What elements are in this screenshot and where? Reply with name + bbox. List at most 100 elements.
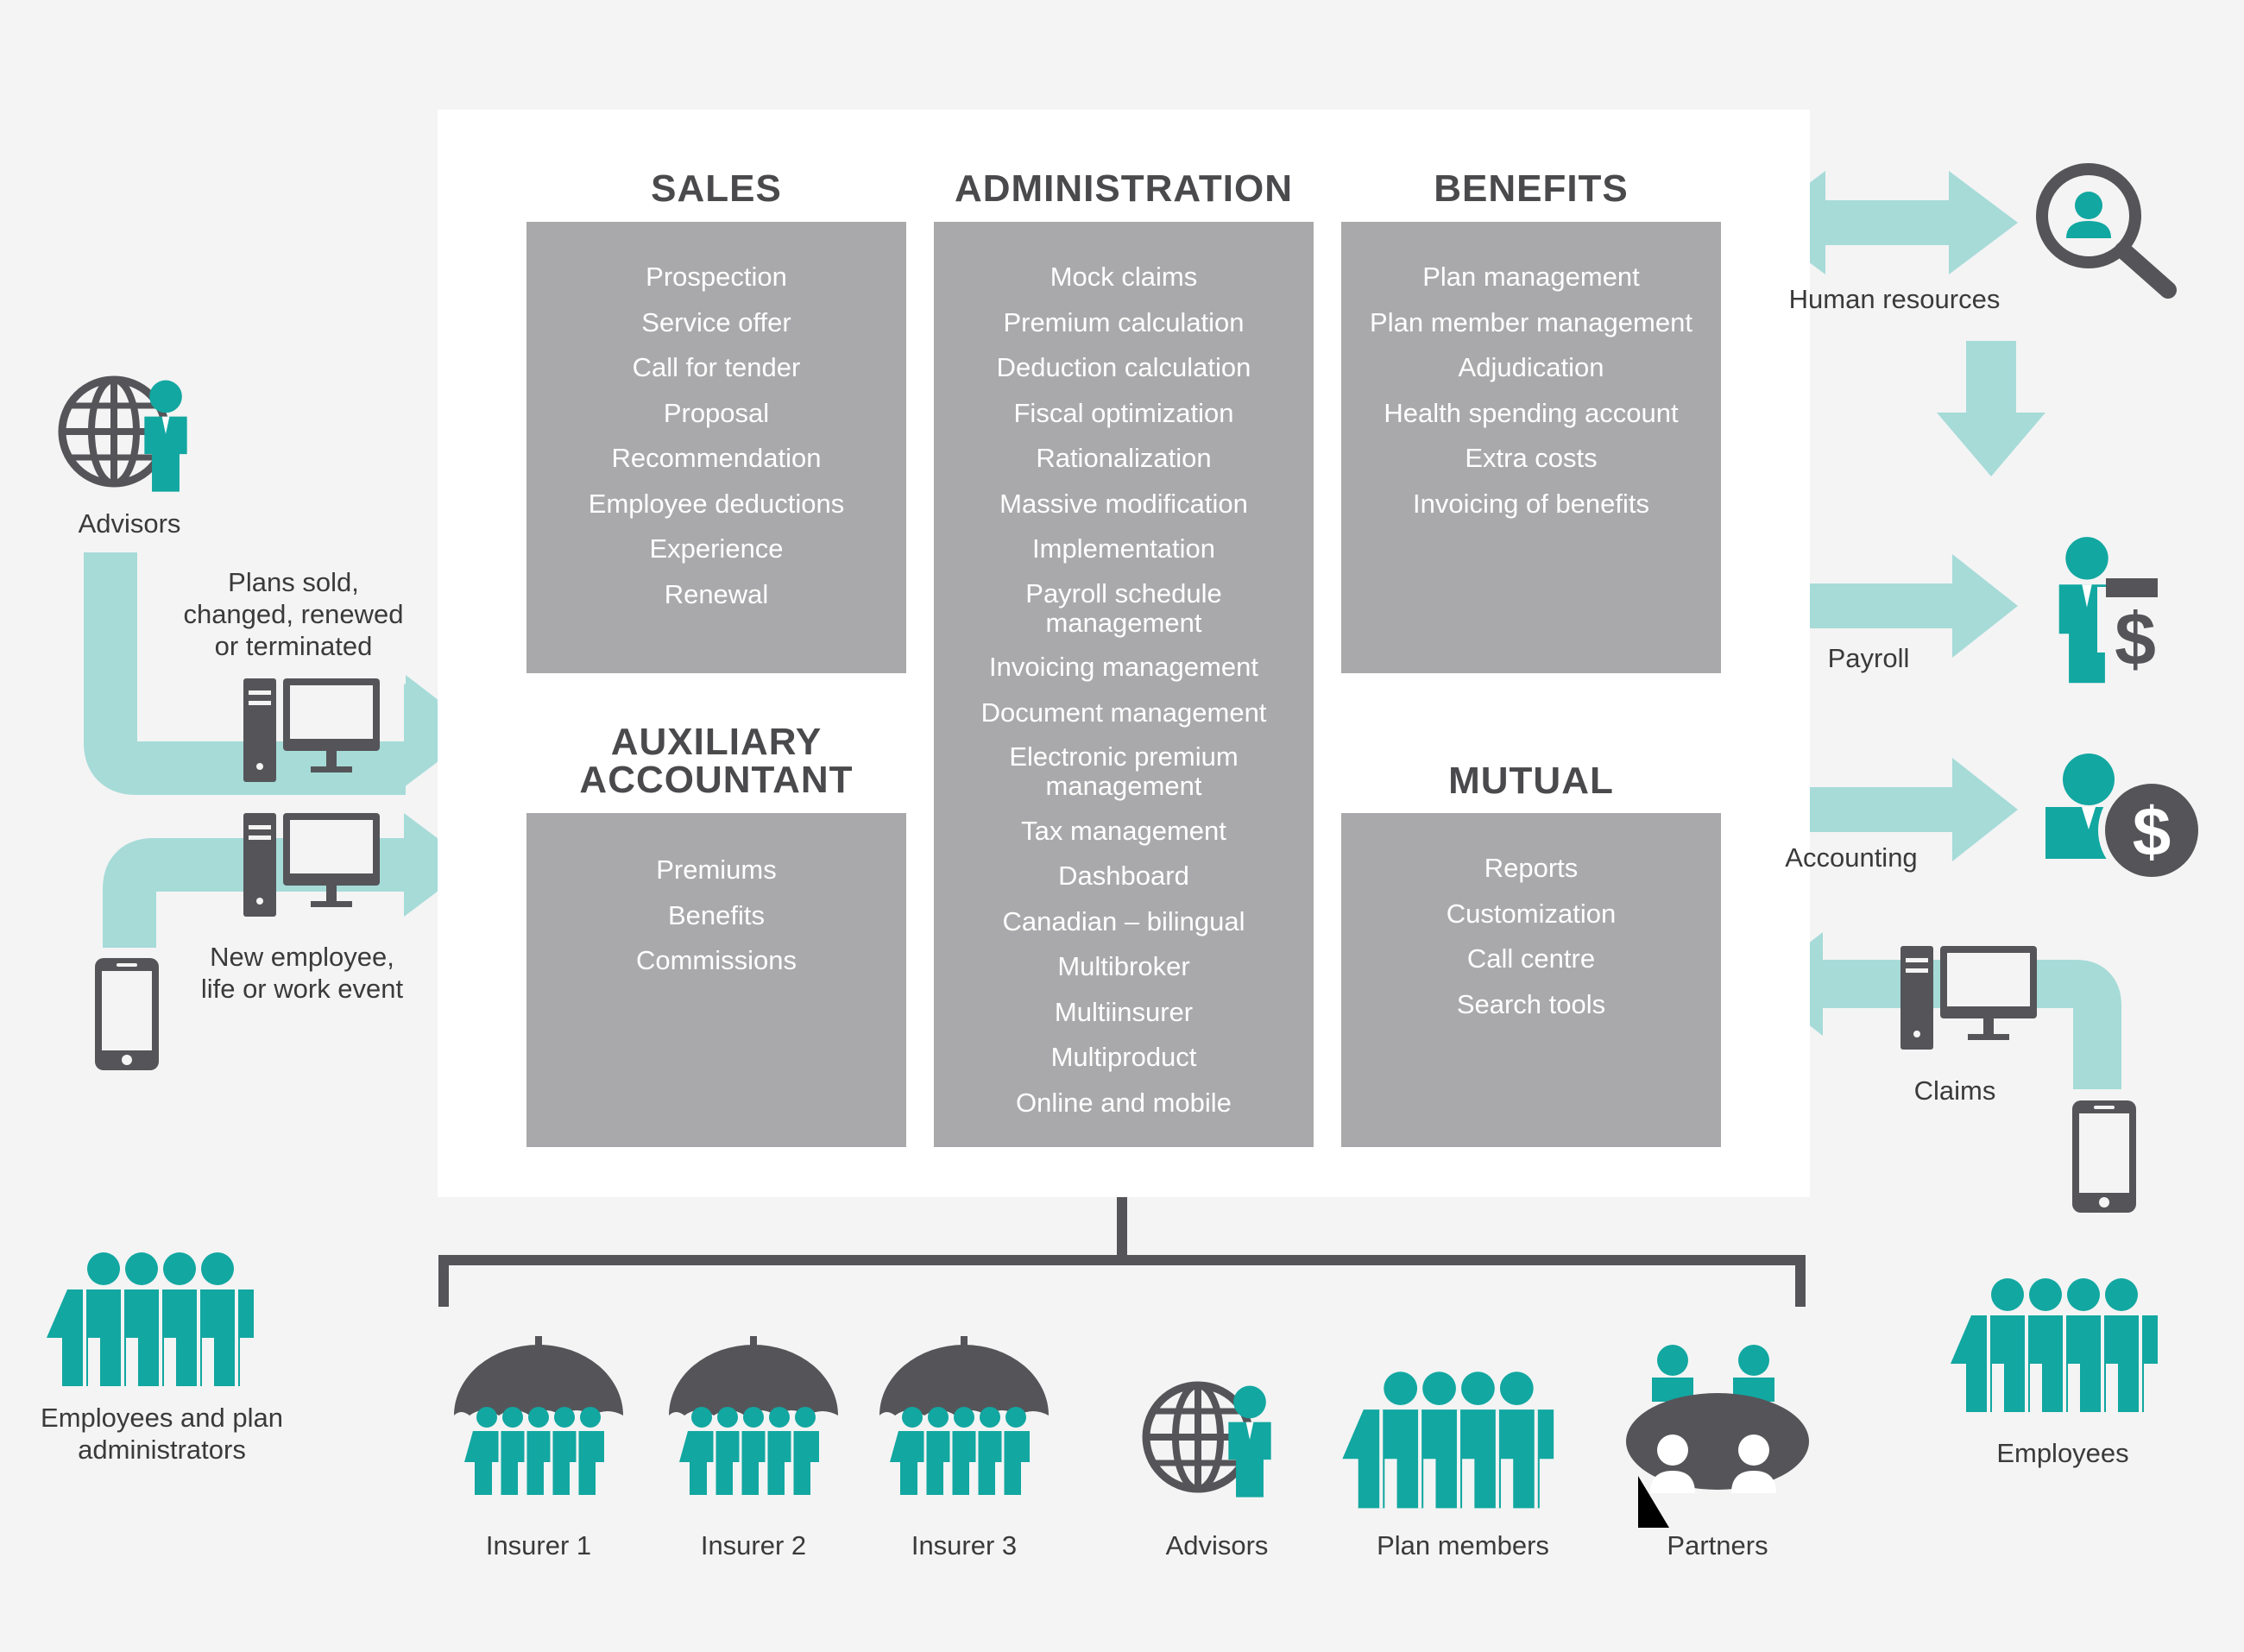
- sales-title: SALES: [651, 167, 782, 210]
- umbrella-group-icon: [879, 1336, 1049, 1497]
- list-item: Massive modification: [999, 488, 1248, 519]
- advisor-globe-icon: [62, 380, 187, 492]
- employees-label: Employees: [1996, 1438, 2129, 1468]
- plans-flow-line: changed, renewed: [183, 599, 404, 629]
- svg-text:$: $: [2115, 598, 2156, 681]
- list-item: Mock claims: [1050, 262, 1198, 292]
- list-item: Plan management: [1422, 262, 1640, 292]
- umbrella-group-icon: [669, 1336, 838, 1497]
- list-item: Invoicing management: [989, 652, 1258, 682]
- list-item: Multibroker: [1057, 951, 1190, 981]
- list-item: Deduction calculation: [996, 352, 1251, 382]
- group-icon: [45, 1251, 255, 1388]
- employees-admins-label: Employees and plan administrators: [17, 1402, 306, 1466]
- bottom-label-partners: Partners: [1667, 1530, 1768, 1561]
- auxiliary-title: AUXILIARY ACCOUNTANT: [526, 723, 906, 799]
- computer-icon: [243, 813, 380, 917]
- list-item: Call centre: [1466, 943, 1596, 974]
- administration-title: ADMINISTRATION: [954, 167, 1294, 210]
- partners-table-icon: [1626, 1345, 1809, 1528]
- list-item: Reports: [1484, 853, 1579, 883]
- list-item: Employee deductions: [588, 488, 845, 519]
- bottom-label-insurer-3: Insurer 3: [911, 1530, 1018, 1561]
- list-item: Search tools: [1456, 988, 1606, 1019]
- list-item: Document management: [980, 697, 1267, 728]
- phone-icon: [95, 958, 159, 1070]
- phone-icon: [2072, 1100, 2136, 1213]
- list-item: Health spending account: [1384, 397, 1679, 428]
- list-item: Customization: [1446, 898, 1617, 929]
- accounting-label: Accounting: [1785, 842, 1918, 873]
- list-item: Multiinsurer: [1054, 996, 1194, 1027]
- benefits-title: BENEFITS: [1434, 167, 1629, 210]
- list-item: Extra costs: [1465, 443, 1598, 473]
- payroll-arrow: [1756, 554, 2018, 658]
- plans-flow-line: or terminated: [214, 631, 373, 661]
- bottom-label-insurer-1: Insurer 1: [485, 1530, 592, 1561]
- accounting-arrow: [1756, 758, 2018, 861]
- list-item: Canadian – bilingual: [1002, 905, 1245, 936]
- plans-flow-label: Plans sold, changed, renewed or terminat…: [155, 566, 432, 662]
- payroll-label: Payroll: [1827, 643, 1910, 673]
- list-item: Dashboard: [1058, 861, 1189, 891]
- person-dollar-sign-icon: $: [2058, 537, 2158, 684]
- list-item: Call for tender: [632, 352, 801, 382]
- list-item: Prospection: [646, 262, 787, 292]
- hr-double-arrow: [1756, 171, 2018, 274]
- employee-flow-label: New employee, life or work event: [164, 941, 440, 1005]
- list-item: Fiscal optimization: [1013, 397, 1234, 428]
- list-item: Tax management: [1021, 815, 1226, 846]
- list-item: Online and mobile: [1016, 1087, 1232, 1118]
- umbrella-group-icon: [454, 1336, 623, 1497]
- employees-admins-line: administrators: [78, 1434, 246, 1465]
- list-item: Electronic premium management: [1009, 741, 1239, 801]
- hr-down-arrow: [1937, 341, 2045, 476]
- list-item: Experience: [649, 533, 784, 564]
- list-item: Proposal: [663, 397, 770, 428]
- list-item: Implementation: [1032, 533, 1215, 564]
- plans-flow-arrow: [84, 552, 406, 795]
- bottom-label-advisors: Advisors: [1165, 1530, 1269, 1561]
- employee-flow-line: New employee,: [210, 942, 394, 972]
- list-item: Plan member management: [1370, 306, 1692, 337]
- list-item: Adjudication: [1458, 352, 1604, 382]
- employee-flow-line: life or work event: [200, 974, 404, 1004]
- advisor-globe-icon: [1146, 1385, 1271, 1498]
- employee-flow-arrow: [103, 838, 406, 948]
- list-item: Renewal: [664, 578, 769, 609]
- bottom-label-plan-members: Plan members: [1377, 1530, 1549, 1561]
- list-item: Payroll schedule management: [1025, 577, 1222, 638]
- claims-label: Claims: [1913, 1075, 1996, 1106]
- computer-icon: [1900, 946, 2037, 1050]
- employees-admins-line: Employees and plan: [41, 1403, 283, 1433]
- list-item: Service offer: [641, 306, 791, 337]
- bottom-label-insurer-2: Insurer 2: [700, 1530, 807, 1561]
- advisors-label: Advisors: [78, 508, 181, 539]
- list-item: Recommendation: [611, 443, 822, 473]
- auxiliary-title-line2: ACCOUNTANT: [579, 759, 854, 801]
- list-item: Commissions: [635, 945, 797, 975]
- group-icon: [1342, 1371, 1554, 1508]
- list-item: Premium calculation: [1003, 306, 1245, 337]
- person-dollar-coin-icon: $: [2045, 753, 2205, 884]
- list-item: Premiums: [656, 854, 777, 885]
- human-resources-label: Human resources: [1788, 284, 2001, 314]
- search-person-icon: [2036, 163, 2177, 299]
- auxiliary-title-line1: AUXILIARY: [610, 721, 823, 763]
- group-icon: [1949, 1277, 2159, 1414]
- list-item: Invoicing of benefits: [1412, 488, 1649, 519]
- list-item: Multiproduct: [1050, 1042, 1197, 1072]
- svg-text:$: $: [2133, 793, 2172, 870]
- list-item: Rationalization: [1036, 443, 1212, 473]
